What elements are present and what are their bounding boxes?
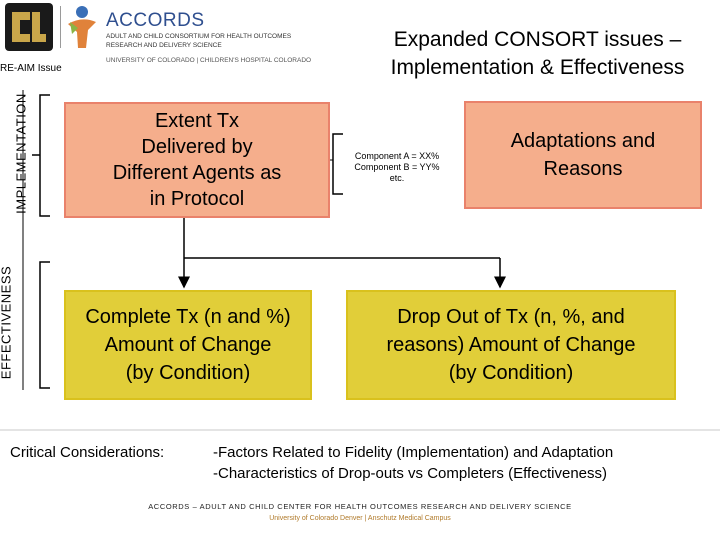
effectiveness-bracket — [39, 261, 50, 389]
org-subtitle-1: ADULT AND CHILD CONSORTIUM FOR HEALTH OU… — [106, 33, 292, 40]
logo-divider — [60, 6, 61, 48]
org-subtitle-2: RESEARCH AND DELIVERY SCIENCE — [106, 42, 222, 49]
complete-box: Complete Tx (n and %) Amount of Change (… — [64, 290, 312, 400]
cu-logo — [5, 3, 53, 51]
extent-line-3: Different Agents as — [112, 162, 282, 184]
critical-item-dropouts: -Characteristics of Drop-outs vs Complet… — [213, 465, 608, 482]
org-name: ACCORDS — [106, 10, 205, 31]
adaptations-line-1: Adaptations and — [510, 130, 656, 152]
slide-title: Expanded CONSORT issues – Implementation… — [360, 26, 715, 82]
implementation-bracket — [32, 94, 50, 217]
components-bracket — [332, 133, 343, 195]
extent-line-2: Delivered by — [141, 136, 253, 158]
complete-line-3: (by Condition) — [125, 362, 251, 384]
dropout-line-2: reasons) Amount of Change — [386, 334, 636, 356]
critical-item-fidelity: -Factors Related to Fidelity (Implementa… — [213, 444, 614, 461]
component-etc: etc. — [389, 173, 405, 183]
dropout-line-1: Drop Out of Tx (n, %, and — [397, 306, 625, 328]
reaim-label: RE-AIM Issue — [0, 63, 62, 74]
component-b: Component B = YY% — [354, 162, 440, 172]
extent-line-4: in Protocol — [149, 188, 245, 210]
footer-campus-line: University of Colorado Denver | Anschutz… — [269, 515, 451, 522]
component-a: Component A = XX% — [354, 151, 440, 161]
dropout-line-3: (by Condition) — [448, 362, 574, 384]
extent-line-1: Extent Tx — [154, 110, 240, 132]
slide-title-line-1: Expanded CONSORT issues – — [393, 28, 682, 51]
dropout-box: Drop Out of Tx (n, %, and reasons) Amoun… — [346, 290, 676, 400]
components-list: Component A = XX% Component B = YY% etc. — [338, 151, 456, 184]
complete-line-1: Complete Tx (n and %) — [85, 306, 291, 328]
footer-org-line: ACCORDS – ADULT AND CHILD CENTER FOR HEA… — [148, 502, 572, 511]
extent-box: Extent Tx Delivered by Different Agents … — [64, 102, 330, 218]
complete-line-2: Amount of Change — [104, 334, 272, 356]
adaptations-box: Adaptations and Reasons — [464, 101, 702, 209]
adaptations-line-2: Reasons — [543, 158, 623, 180]
critical-considerations-label: Critical Considerations: — [10, 444, 165, 461]
accords-figure-icon — [68, 6, 96, 48]
university-line: UNIVERSITY OF COLORADO | CHILDREN'S HOSP… — [106, 57, 312, 64]
slide-title-line-2: Implementation & Effectiveness — [390, 56, 685, 79]
